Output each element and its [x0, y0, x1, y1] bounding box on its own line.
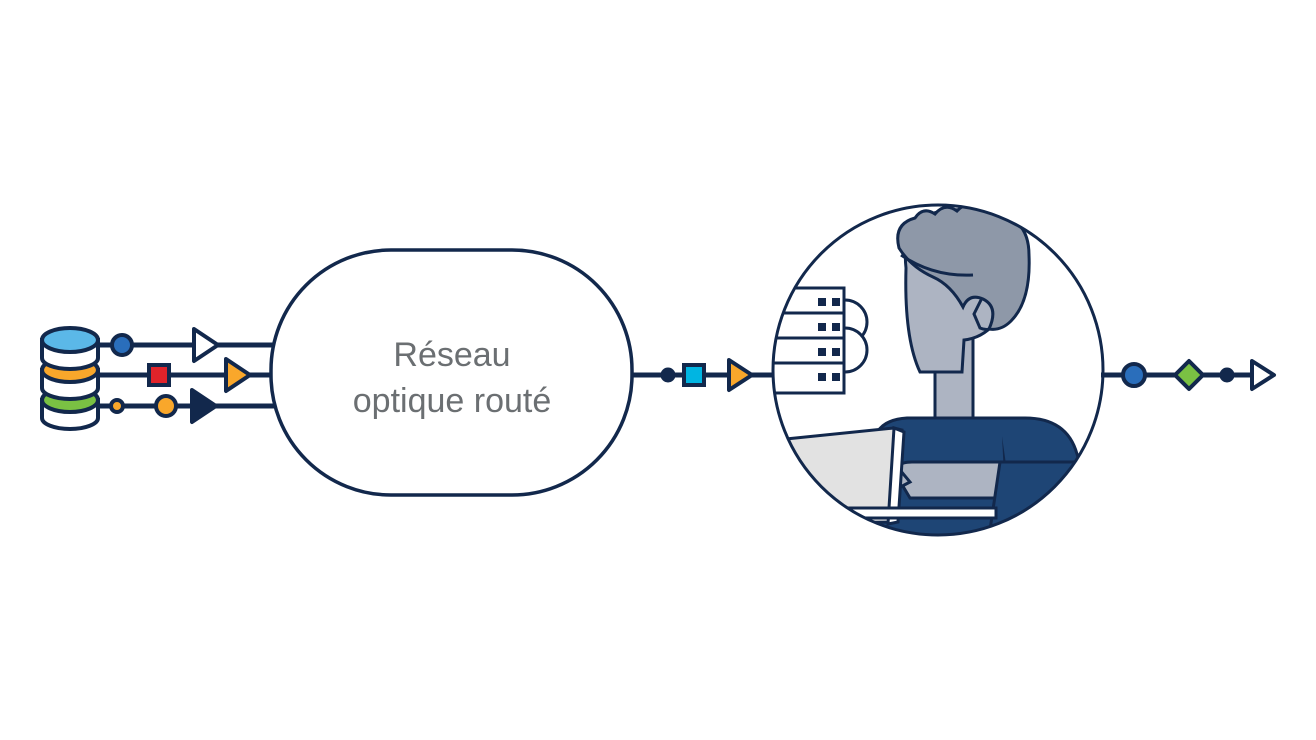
database-stack[interactable] — [40, 326, 100, 431]
server-led — [818, 298, 826, 306]
marker-dot-navy-middle[interactable] — [660, 367, 676, 383]
operator-scene-contents — [773, 205, 1103, 535]
link-row-1-markers — [110, 327, 220, 363]
server-led — [832, 348, 840, 356]
network-box-label-line1: Réseau — [393, 336, 510, 374]
link-row-2-markers — [147, 357, 252, 393]
mug-handles — [844, 298, 869, 374]
server-led — [818, 373, 826, 381]
operator-circle[interactable] — [746, 203, 1111, 608]
server-led — [818, 348, 826, 356]
marker-triangle-white-row1[interactable] — [192, 327, 220, 363]
marker-diamond-green-right[interactable] — [1173, 359, 1205, 391]
marker-circle-blue-right[interactable] — [1121, 362, 1147, 388]
marker-square-cyan-middle[interactable] — [682, 363, 706, 387]
db-disc-blue-top — [40, 326, 100, 354]
marker-circle-blue-row1[interactable] — [110, 333, 134, 357]
operator-circle-outline — [771, 203, 1105, 537]
laptop-base — [773, 506, 998, 520]
network-box[interactable]: Réseau optique routé — [269, 248, 634, 497]
server-led — [818, 323, 826, 331]
server-led — [832, 373, 840, 381]
marker-circle-orange-row3[interactable] — [154, 394, 178, 418]
server-led — [832, 298, 840, 306]
marker-dot-orange-small-row3[interactable] — [109, 398, 125, 414]
link-right-group — [1101, 359, 1276, 391]
marker-dot-navy-right[interactable] — [1219, 367, 1235, 383]
marker-square-red-row2[interactable] — [147, 363, 171, 387]
marker-triangle-orange-row2[interactable] — [224, 357, 252, 393]
network-box-label-line2: optique routé — [353, 382, 552, 420]
person-hair — [896, 205, 1031, 331]
server-led — [832, 323, 840, 331]
link-row-3-markers — [109, 388, 218, 424]
marker-triangle-orange-middle[interactable] — [727, 358, 754, 392]
person-hairline — [900, 253, 974, 277]
link-middle-group — [632, 358, 790, 392]
laptop-bezel — [886, 425, 906, 526]
marker-triangle-white-right[interactable] — [1250, 359, 1276, 391]
marker-triangle-navy-row3[interactable] — [190, 388, 218, 424]
server-rack — [773, 286, 846, 395]
